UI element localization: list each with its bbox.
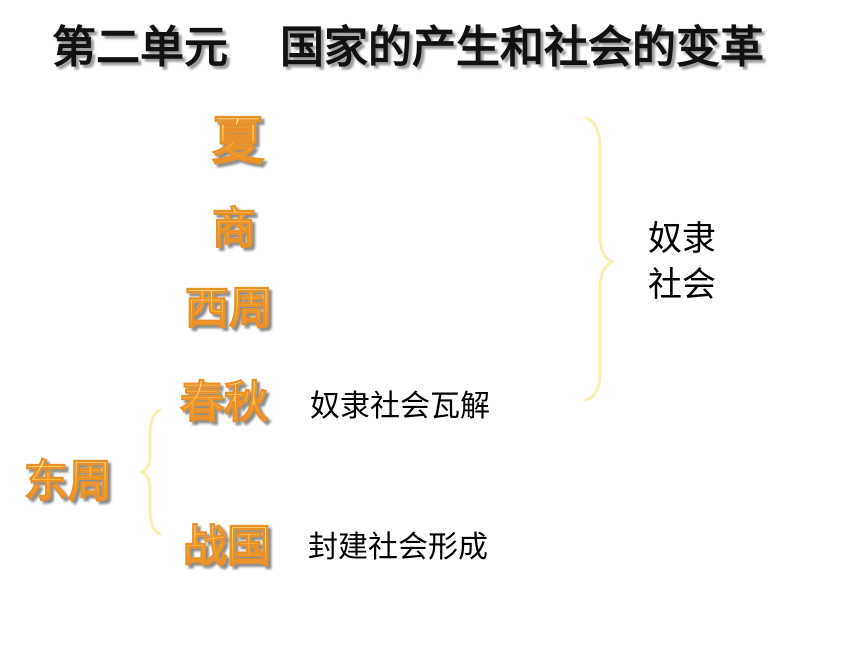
note-feudal-society-formed: 封建社会形成 bbox=[308, 530, 488, 565]
page-title: 第二单元 国家的产生和社会的变革 bbox=[52, 18, 832, 78]
unit-label: 第二单元 bbox=[52, 22, 228, 73]
dynasty-xizhou: 西周 bbox=[185, 283, 274, 334]
dynasty-chunqiu: 春秋 bbox=[180, 377, 269, 428]
slave-society-line1: 奴隶 bbox=[648, 219, 716, 259]
slave-society-label: 奴隶 社会 bbox=[648, 216, 738, 308]
dynasty-xia: 夏 bbox=[211, 112, 265, 172]
left-brace bbox=[138, 408, 162, 536]
dynasty-dongzhou: 东周 bbox=[24, 456, 113, 507]
note-slave-society-collapse: 奴隶社会瓦解 bbox=[310, 389, 490, 424]
right-brace bbox=[584, 116, 616, 402]
dynasty-shang: 商 bbox=[212, 203, 257, 254]
slave-society-line2: 社会 bbox=[648, 265, 716, 305]
unit-topic: 国家的产生和社会的变革 bbox=[280, 22, 764, 73]
dynasty-zhanguo: 战国 bbox=[183, 521, 272, 572]
